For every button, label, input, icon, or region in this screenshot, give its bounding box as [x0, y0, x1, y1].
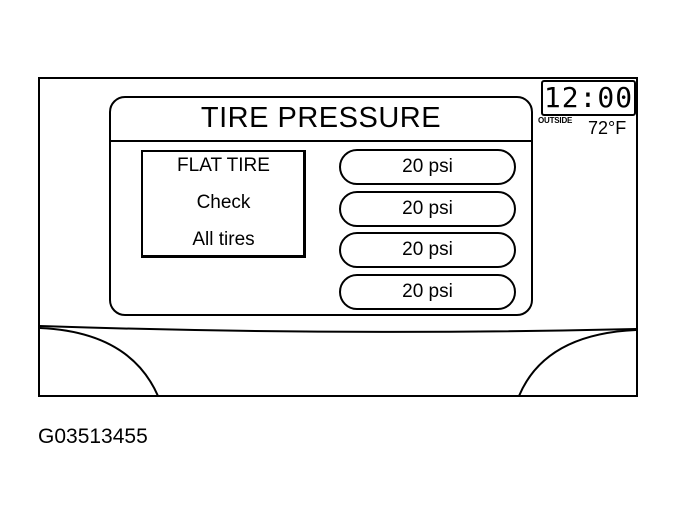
warning-all-tires: All tires	[192, 229, 255, 250]
outside-label: OUTSIDE	[538, 116, 573, 125]
panel-title: TIRE PRESSURE	[200, 102, 442, 134]
figure-code: G03513455	[38, 425, 148, 448]
tire-pressure-button-2[interactable]: 20 psi	[339, 191, 516, 227]
warning-title: FLAT TIRE	[177, 155, 270, 176]
warning-check: Check	[196, 192, 251, 213]
tire-pressure-button-3[interactable]: 20 psi	[339, 232, 516, 268]
display-screen	[38, 77, 638, 397]
tire-pressure-button-1[interactable]: 20 psi	[339, 149, 516, 185]
tire-pressure-panel	[109, 96, 533, 316]
outside-temperature: 72°F	[588, 118, 627, 138]
tire-pressure-button-4[interactable]: 20 psi	[339, 274, 516, 310]
title-divider	[111, 140, 531, 142]
flat-tire-warning-box	[141, 150, 306, 258]
clock-display: 12:00	[541, 80, 636, 116]
